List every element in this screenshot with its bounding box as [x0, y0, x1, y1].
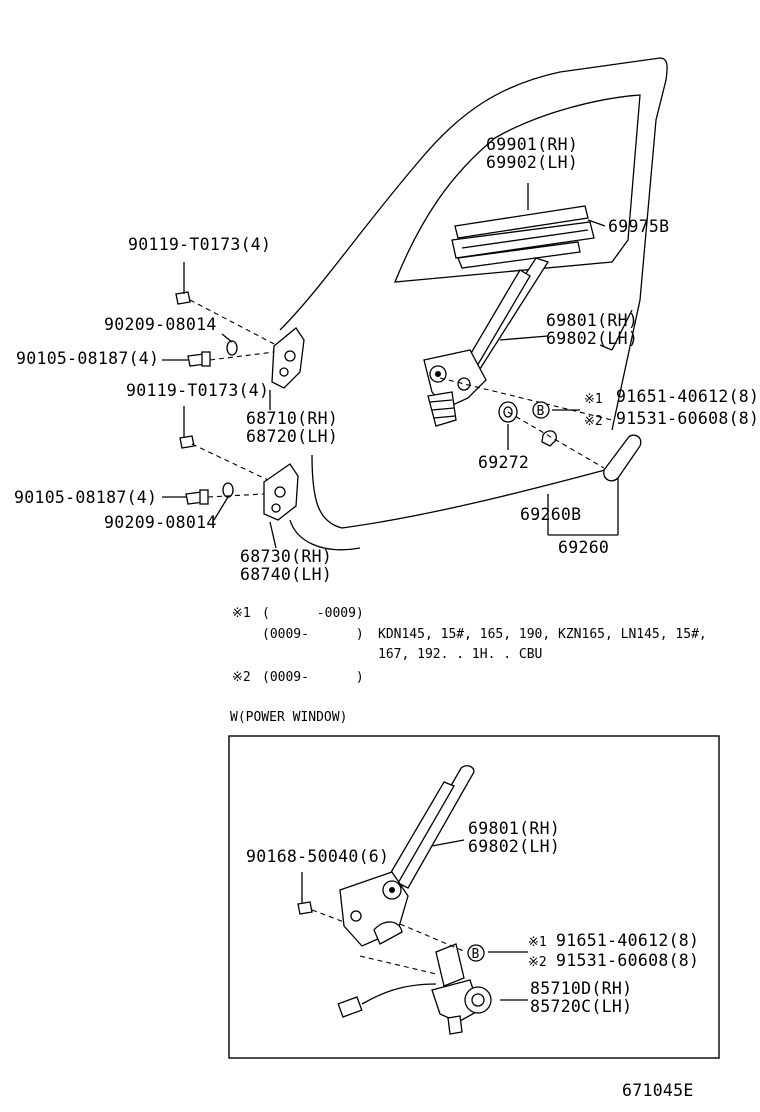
label-hinge-upper-lh: 68720(LH) — [246, 427, 338, 446]
label-screw-a: 90105-08187(4) — [16, 349, 159, 368]
power-regulator — [339, 765, 475, 947]
power-motor — [337, 943, 492, 1035]
manual-regulator — [423, 257, 549, 427]
pw-label-mark-1: ※1 — [528, 935, 547, 950]
label-mark-1: ※1 — [584, 392, 603, 407]
label-hinge-upper-rh: 68710(RH) — [246, 409, 338, 428]
label-hinge-lower-rh: 68730(RH) — [240, 547, 332, 566]
leader-lines-lower — [301, 839, 528, 1001]
label-handle: 69260 — [558, 538, 609, 557]
leader-lines-upper — [162, 183, 633, 549]
svg-text:B: B — [472, 947, 480, 962]
lower-hinge — [263, 463, 299, 521]
label-handle-b: 69260B — [520, 505, 581, 524]
svg-text:B: B — [537, 404, 545, 419]
note-1b-models-2: 167, 192. . 1H. . CBU — [378, 647, 542, 662]
pw-label-regulator-rh: 69801(RH) — [468, 819, 560, 838]
label-regulator-lh: 69802(LH) — [546, 329, 638, 348]
pw-label-fastener-1: 91651-40612(8) — [556, 931, 699, 950]
figure-code: 671045E — [622, 1081, 694, 1100]
power-window-title: W(POWER WINDOW) — [230, 710, 347, 725]
note-1-mark: ※1 — [232, 606, 251, 621]
door-outline — [279, 57, 668, 551]
label-glass-lh: 69902(LH) — [486, 153, 578, 172]
power-window-box — [228, 735, 720, 1059]
label-washer-c: 69272 — [478, 453, 529, 472]
label-washer-b: 90209-08014 — [104, 513, 217, 532]
label-hinge-lower-lh: 68740(LH) — [240, 565, 332, 584]
label-washer-a: 90209-08014 — [104, 315, 217, 334]
fasteners-left — [175, 291, 238, 505]
note-1-range: ( -0009) — [262, 606, 364, 621]
window-handle — [498, 401, 642, 482]
label-bolt-a: 90119-T0173(4) — [128, 235, 271, 254]
upper-hinge — [271, 327, 305, 389]
pw-label-regulator-lh: 69802(LH) — [468, 837, 560, 856]
pw-label-motor-rh: 85710D(RH) — [530, 979, 632, 998]
label-regulator-rh: 69801(RH) — [546, 311, 638, 330]
b-marker-upper: B — [532, 401, 550, 419]
pw-label-fastener-2: 91531-60608(8) — [556, 951, 699, 970]
label-run-channel: 69975B — [608, 217, 669, 236]
power-bolt — [297, 901, 313, 915]
note-2-mark: ※2 — [232, 670, 251, 685]
b-marker-lower: B — [467, 944, 485, 962]
label-fastener-2: 91531-60608(8) — [616, 409, 759, 428]
label-mark-2: ※2 — [584, 414, 603, 429]
pw-label-mark-2: ※2 — [528, 955, 547, 970]
label-glass-rh: 69901(RH) — [486, 135, 578, 154]
pw-label-bolt: 90168-50040(6) — [246, 847, 389, 866]
run-channel — [451, 205, 595, 269]
label-bolt-b: 90119-T0173(4) — [126, 381, 269, 400]
label-screw-b: 90105-08187(4) — [14, 488, 157, 507]
note-2-range: (0009- ) — [262, 670, 364, 685]
note-1b-range: (0009- ) — [262, 627, 364, 642]
label-fastener-1: 91651-40612(8) — [616, 387, 759, 406]
pw-label-motor-lh: 85720C(LH) — [530, 997, 632, 1016]
note-1b-models-1: KDN145, 15#, 165, 190, KZN165, LN145, 15… — [378, 627, 707, 642]
